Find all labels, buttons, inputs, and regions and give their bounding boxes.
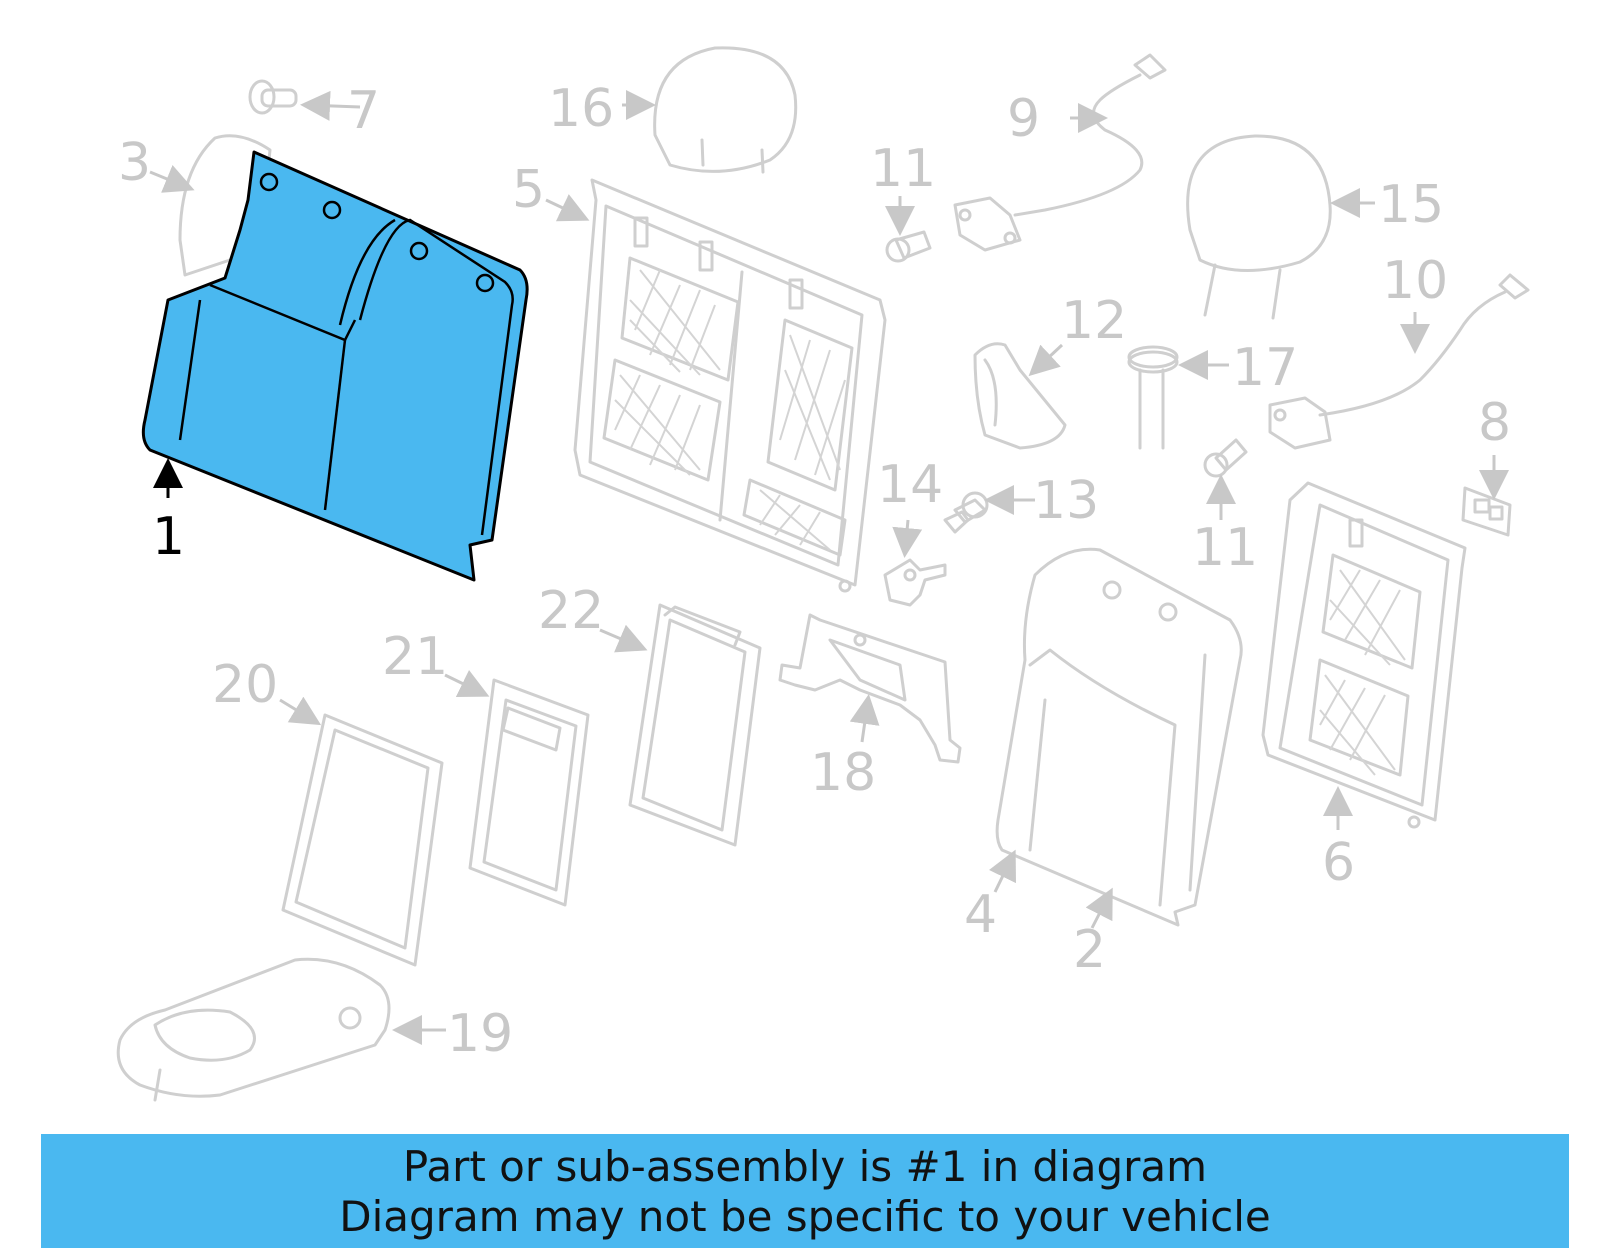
leader-3 [149, 165, 195, 193]
callout-4: 4 [964, 885, 997, 945]
callout-22: 22 [538, 581, 604, 641]
part-16-headrest [653, 46, 798, 174]
leader-14 [892, 519, 923, 558]
part-22-panel [628, 603, 762, 847]
callout-10: 10 [1382, 251, 1448, 311]
callout-12: 12 [1061, 291, 1127, 351]
leader-4 [989, 849, 1016, 893]
callout-labels: 1 2 3 4 5 6 7 8 9 10 11 11 12 13 14 15 1… [118, 79, 1511, 1064]
info-banner: Part or sub-assembly is #1 in diagram Di… [41, 1134, 1569, 1248]
callout-19: 19 [447, 1004, 513, 1064]
callout-16: 16 [548, 79, 614, 139]
callout-11a: 11 [870, 139, 936, 199]
callout-15: 15 [1378, 175, 1444, 235]
callout-11b: 11 [1192, 518, 1258, 578]
callout-20: 20 [212, 655, 278, 715]
leader-lines [149, 90, 1509, 1045]
part-1-seat-back-cover[interactable] [141, 150, 529, 582]
callout-1: 1 [152, 507, 185, 567]
part-9-cable [953, 53, 1167, 252]
leader-2 [1085, 887, 1113, 929]
part-21-panel [468, 678, 590, 907]
leader-5 [545, 194, 590, 222]
part-6-seat-frame [1261, 481, 1467, 829]
part-7-clip [248, 79, 298, 115]
callout-21: 21 [382, 627, 448, 687]
part-17-guide [1127, 345, 1179, 450]
leader-20 [279, 696, 322, 726]
callout-7: 7 [347, 81, 380, 141]
callout-18: 18 [810, 743, 876, 803]
part-2-4-seat-back-trim [995, 547, 1243, 927]
leader-18 [849, 694, 880, 743]
part-20-panel [281, 713, 444, 967]
leader-21 [444, 670, 490, 697]
leader-7 [300, 90, 361, 121]
callout-5: 5 [512, 160, 545, 220]
callout-13: 13 [1033, 471, 1099, 531]
part-5-seat-frame [573, 178, 887, 593]
leader-12 [1028, 343, 1064, 377]
banner-line-1: Part or sub-assembly is #1 in diagram [402, 1142, 1208, 1191]
part-13-bolt [943, 491, 989, 534]
part-14-bracket [883, 558, 947, 607]
callout-17: 17 [1232, 338, 1298, 398]
callout-9: 9 [1007, 89, 1040, 149]
banner-line-2: Diagram may not be specific to your vehi… [339, 1192, 1271, 1241]
callout-6: 6 [1322, 833, 1355, 893]
part-3-trim [178, 134, 272, 277]
callout-3: 3 [118, 133, 151, 193]
part-19-armrest [116, 957, 391, 1102]
callout-8: 8 [1478, 393, 1511, 453]
part-10-cable [1268, 273, 1530, 450]
leader-22 [599, 624, 648, 653]
part-15-headrest [1186, 134, 1332, 320]
part-12-trim [973, 342, 1067, 450]
callout-14: 14 [877, 455, 943, 515]
part-18-bracket [778, 613, 962, 764]
part-8-button [1461, 486, 1512, 537]
part-11-bolt [885, 230, 1248, 478]
callout-2: 2 [1073, 920, 1106, 980]
